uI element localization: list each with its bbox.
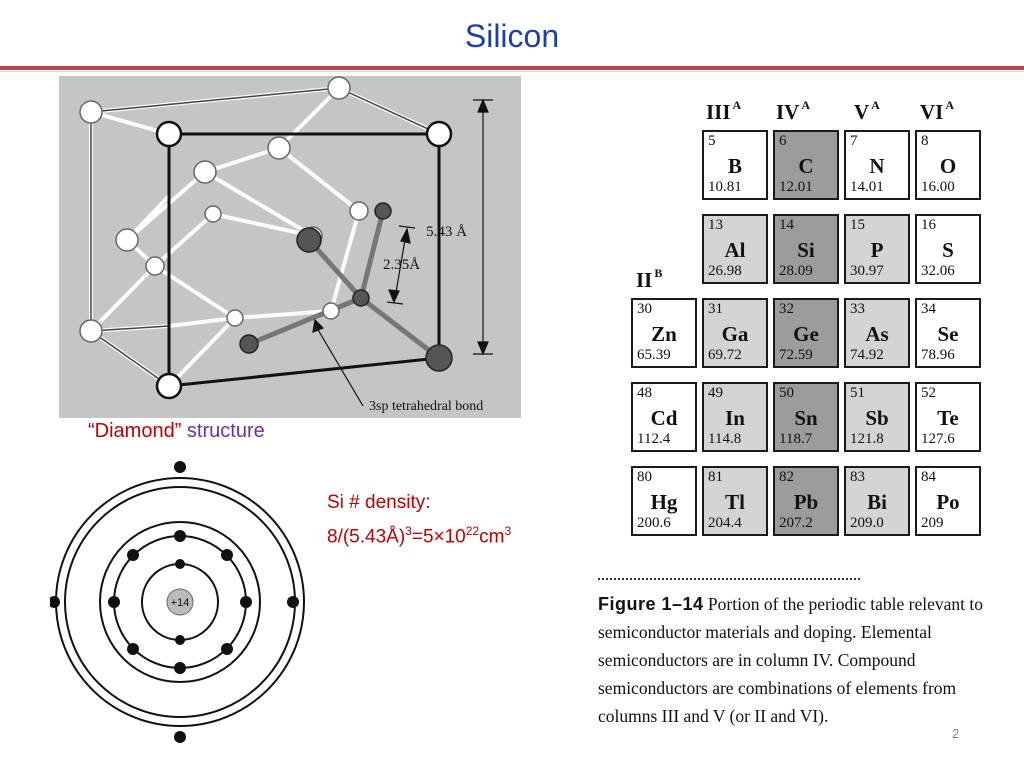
density-formula: Si # density: 8/(5.43Å)3=5×1022cm3 xyxy=(327,488,511,551)
lattice-constant-label: 5.43 Å xyxy=(426,224,467,240)
page-number: 2 xyxy=(952,726,960,741)
figure-label: Figure 1–14 xyxy=(598,594,704,614)
caption-structure: structure xyxy=(186,420,265,442)
slide-title: Silicon xyxy=(464,18,560,54)
density-equation: 8/(5.43Å)3=5×1022cm3 xyxy=(327,524,512,548)
title-divider xyxy=(0,66,1024,70)
figure-caption-block: Figure 1–14 Portion of the periodic tabl… xyxy=(598,578,1000,730)
figure-text: Portion of the periodic table relevant t… xyxy=(598,594,983,726)
figure-caption: Figure 1–14 Portion of the periodic tabl… xyxy=(598,590,1000,730)
bond-length-label: 2.35Å xyxy=(383,257,420,273)
diamond-caption: “Diamond” structure xyxy=(88,420,265,443)
title-divider-shadow xyxy=(0,71,1024,72)
dotted-separator xyxy=(598,578,860,584)
caption-diamond: “Diamond” xyxy=(88,420,182,442)
bond-label: 3sp tetrahedral bond xyxy=(369,399,483,414)
density-label: Si # density: xyxy=(327,492,431,513)
silicon-atom-diagram: +14 xyxy=(48,452,312,752)
diamond-structure-figure: 5.43 Å 2.35Å 3sp tetrahedral bond xyxy=(59,76,521,418)
nucleus-label: +14 xyxy=(171,597,190,609)
